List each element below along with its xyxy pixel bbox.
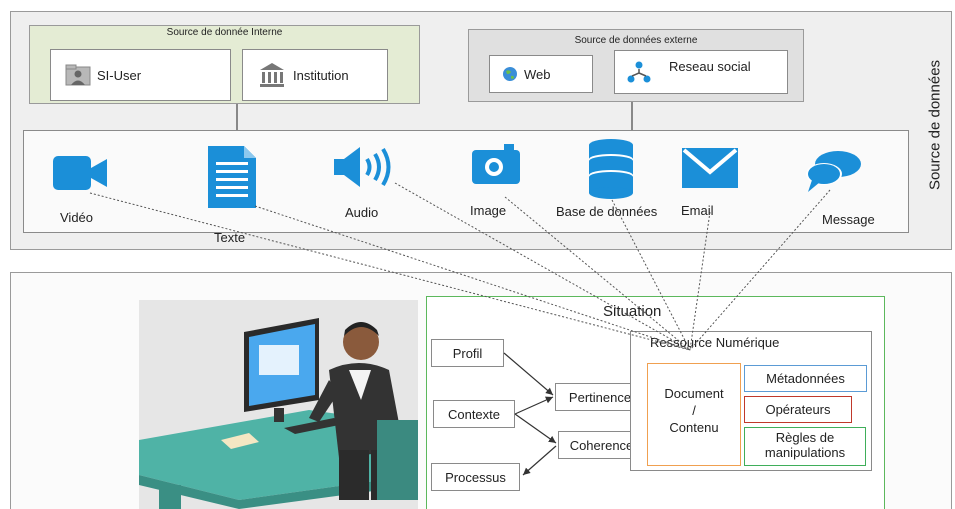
- web-box[interactable]: Web: [489, 55, 593, 93]
- media-types-panel: [23, 130, 909, 233]
- chat-bubbles-icon: [806, 151, 861, 192]
- si-user-box[interactable]: SI-User: [50, 49, 231, 101]
- document-content-box[interactable]: Document / Contenu: [647, 363, 741, 466]
- social-network-icon: [627, 61, 651, 83]
- contexte-box[interactable]: Contexte: [433, 400, 515, 428]
- digital-resource-title: Ressource Numérique: [650, 335, 780, 350]
- metadata-box[interactable]: Métadonnées: [744, 365, 867, 392]
- database-icon: [589, 139, 633, 199]
- manipulation-rules-box[interactable]: Règles de manipulations: [744, 427, 866, 466]
- social-network-label: Reseau social: [669, 58, 751, 74]
- situation-title: Situation: [603, 303, 662, 320]
- institution-building-icon: [260, 63, 284, 87]
- external-source-title: Source de données externe: [574, 35, 698, 46]
- internal-source-title: Source de donnée Interne: [166, 27, 283, 38]
- social-network-box[interactable]: Reseau social: [614, 50, 788, 94]
- video-camera-icon: [53, 156, 107, 190]
- message-label: Message: [822, 212, 875, 227]
- web-label: Web: [524, 66, 551, 82]
- vertical-section-label: Source de données: [926, 59, 944, 191]
- envelope-icon: [682, 148, 738, 188]
- audio-label: Audio: [345, 205, 379, 220]
- profil-box[interactable]: Profil: [431, 339, 504, 367]
- institution-label: Institution: [293, 67, 349, 83]
- user-at-desk-illustration: [139, 300, 418, 509]
- speaker-icon: [334, 147, 391, 187]
- globe-icon: [503, 67, 517, 81]
- text-document-icon: [208, 146, 256, 208]
- workstation-icon: [139, 300, 418, 509]
- camera-icon: [472, 144, 520, 184]
- operators-box[interactable]: Opérateurs: [744, 396, 852, 423]
- institution-box[interactable]: Institution: [242, 49, 388, 101]
- si-user-label: SI-User: [97, 67, 142, 83]
- user-folder-icon: [65, 64, 91, 86]
- video-label: Vidéo: [60, 210, 94, 225]
- email-label: Email: [681, 203, 714, 218]
- text-label: Texte: [214, 230, 246, 245]
- processus-box[interactable]: Processus: [431, 463, 520, 491]
- database-label: Base de données: [556, 204, 658, 219]
- image-label: Image: [470, 203, 507, 218]
